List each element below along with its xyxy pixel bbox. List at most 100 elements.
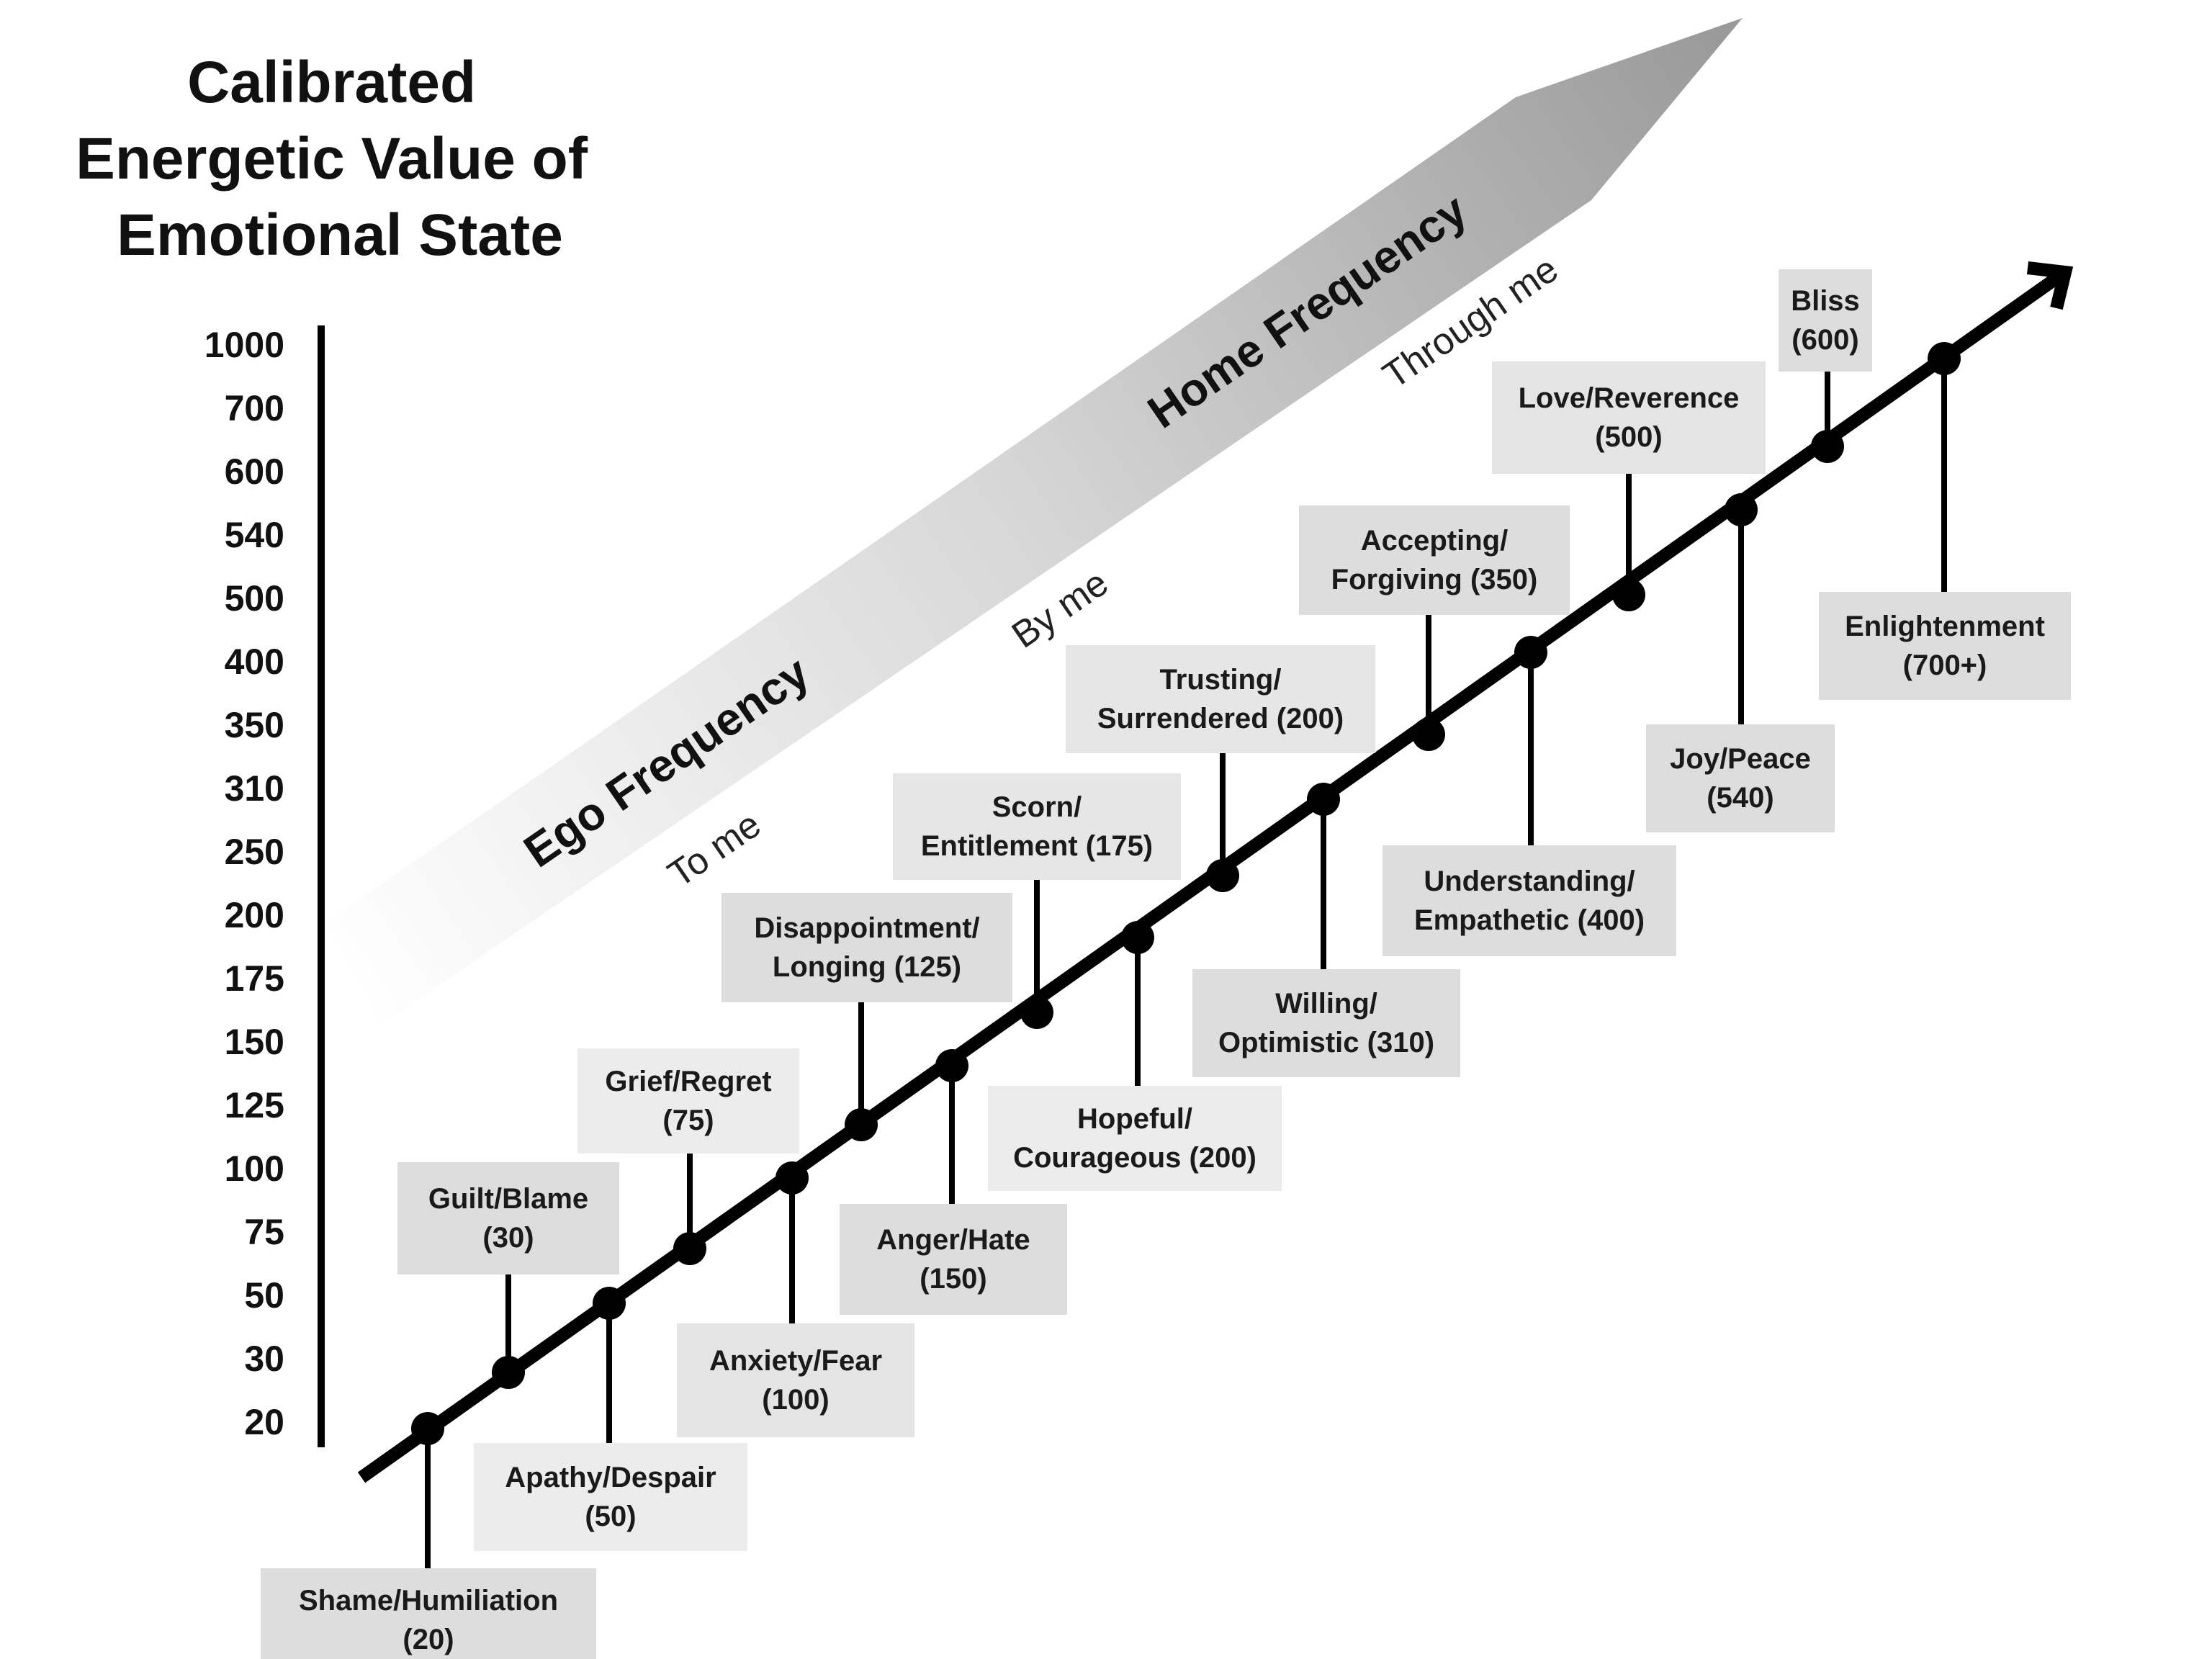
stage-label-box — [1819, 592, 2071, 700]
stage-marker-dot — [1020, 996, 1053, 1029]
stage-label-box — [261, 1568, 596, 1659]
stage-label-box — [577, 1048, 799, 1154]
stage-label-box — [1779, 269, 1872, 372]
stage-marker-dot — [1811, 430, 1844, 463]
stage-label-line: Scorn/ — [992, 791, 1082, 823]
stage-label-line: Longing (125) — [773, 951, 961, 983]
stage-13: Love/Reverence (500) — [1492, 361, 1766, 611]
stage-marker-dot — [1928, 342, 1961, 375]
scale-value-125: 125 — [225, 1085, 284, 1125]
stage-label-line: Shame/Humiliation — [299, 1585, 558, 1617]
scale-value-50: 50 — [244, 1275, 284, 1316]
stage-15: Bliss (600) — [1779, 269, 1872, 463]
stage-9: Trusting/Surrendered (200) — [1066, 645, 1375, 892]
stage-label-line: Accepting/ — [1361, 525, 1508, 557]
stage-label-line: Love/Reverence — [1519, 382, 1740, 414]
scale-value-1000: 1000 — [204, 325, 284, 365]
stage-label-line: Joy/Peace — [1670, 743, 1811, 775]
stage-11: Accepting/Forgiving (350) — [1299, 505, 1570, 751]
scale-value-100: 100 — [225, 1148, 284, 1189]
stage-label-line: Optimistic (310) — [1218, 1027, 1434, 1058]
stage-label-line: Courageous (200) — [1013, 1142, 1256, 1174]
stage-label-line: (500) — [1595, 421, 1662, 453]
stage-label-line: Hopeful/ — [1077, 1103, 1192, 1135]
scale-value-350: 350 — [225, 705, 284, 745]
stage-7: Scorn/Entitlement (175) — [893, 773, 1181, 1029]
scale-value-540: 540 — [225, 515, 284, 555]
progression-arrow-head — [2026, 261, 2074, 310]
scale-value-200: 200 — [225, 895, 284, 935]
scale-value-175: 175 — [225, 958, 284, 999]
stage-label-line: (540) — [1707, 782, 1773, 814]
stage-marker-dot — [1612, 578, 1645, 611]
stage-label-box — [721, 893, 1012, 1002]
stage-label-box — [1192, 969, 1460, 1077]
stage-label-box — [677, 1323, 914, 1437]
title-line-1: Calibrated — [187, 50, 476, 115]
stage-marker-dot — [1725, 493, 1758, 526]
stage-label-line: (50) — [585, 1501, 636, 1532]
scale-value-500: 500 — [225, 578, 284, 619]
stage-label-box — [840, 1204, 1067, 1315]
scale-value-75: 75 — [244, 1212, 284, 1252]
stage-marker-dot — [935, 1049, 968, 1082]
stage-label-line: Anxiety/Fear — [709, 1345, 882, 1377]
stage-label-line: Forgiving (350) — [1331, 564, 1538, 595]
stage-marker-dot — [1307, 783, 1340, 816]
stage-1: Guilt/Blame (30) — [397, 1162, 619, 1389]
stage-marker-dot — [1412, 718, 1445, 751]
scale-value-20: 20 — [244, 1402, 284, 1442]
stage-label-line: Surrendered (200) — [1097, 703, 1344, 734]
stage-2: Apathy/Despair (50) — [474, 1287, 747, 1551]
stage-label-line: Anger/Hate — [876, 1224, 1030, 1256]
stage-label-line: Disappointment/ — [754, 912, 979, 944]
stage-8: Hopeful/Courageous (200) — [988, 921, 1282, 1191]
stage-6: Anger/Hate (150) — [840, 1049, 1067, 1315]
stage-marker-dot — [411, 1412, 444, 1445]
title-line-2: Energetic Value of — [76, 126, 588, 192]
stage-12: Understanding/Empathetic (400) — [1382, 636, 1676, 956]
stage-label-line: (100) — [762, 1384, 829, 1416]
stage-label-box — [1646, 724, 1835, 832]
scale-value-30: 30 — [244, 1339, 284, 1379]
stage-10: Willing/Optimistic (310) — [1192, 783, 1460, 1077]
stage-label-line: Understanding/ — [1424, 866, 1635, 897]
stage-marker-dot — [492, 1356, 525, 1389]
stage-label-line: (75) — [662, 1105, 714, 1136]
scale-value-600: 600 — [225, 451, 284, 492]
stage-marker-dot — [1514, 636, 1547, 669]
stage-16: Enlightenment (700+) — [1819, 342, 2071, 700]
stage-label-line: Enlightenment — [1845, 611, 2045, 642]
scale-value-400: 400 — [225, 642, 284, 682]
scale-labels: 1000700600540500400350310250200175150125… — [204, 325, 284, 1442]
stage-label-line: (30) — [482, 1222, 534, 1254]
stage-label-box — [1299, 505, 1570, 615]
stage-label-line: Apathy/Despair — [505, 1462, 716, 1493]
emotional-stages: Shame/Humiliation (20) Guilt/Blame (30) Apat… — [261, 269, 2071, 1659]
stage-label-line: Trusting/ — [1160, 664, 1282, 696]
stage-label-line: (700+) — [1903, 649, 1987, 681]
stage-label-line: (20) — [403, 1624, 454, 1655]
stage-marker-dot — [1121, 921, 1154, 954]
stage-label-line: Guilt/Blame — [428, 1183, 588, 1215]
stage-label-line: Bliss — [1791, 285, 1860, 317]
diagram-title: Calibrated Energetic Value of Emotional … — [76, 50, 604, 268]
stage-label-line: Entitlement (175) — [921, 830, 1153, 862]
stage-label-box — [1492, 361, 1766, 474]
stage-14: Joy/Peace (540) — [1646, 493, 1835, 832]
stage-marker-dot — [1206, 859, 1239, 892]
stage-3: Grief/Regret(75) — [577, 1048, 799, 1265]
stage-label-line: (150) — [920, 1263, 986, 1295]
stage-label-line: (600) — [1791, 324, 1858, 356]
scale-value-310: 310 — [225, 768, 284, 809]
scale-value-150: 150 — [225, 1022, 284, 1062]
stage-marker-dot — [845, 1108, 878, 1141]
stage-0: Shame/Humiliation (20) — [261, 1412, 596, 1659]
title-line-3: Emotional State — [117, 202, 563, 268]
stage-label-box — [1382, 845, 1676, 956]
stage-marker-dot — [673, 1232, 706, 1265]
stage-label-box — [397, 1162, 619, 1274]
stage-label-box — [893, 773, 1181, 880]
stage-4: Anxiety/Fear (100) — [677, 1161, 914, 1437]
